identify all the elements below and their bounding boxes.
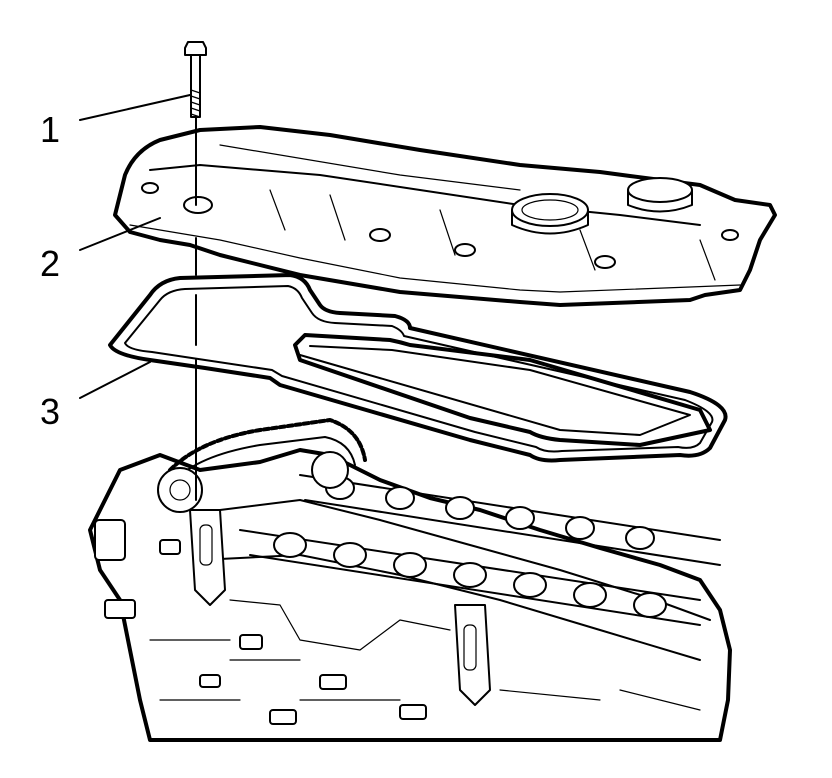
gasket-icon: [108, 273, 728, 463]
callout-leader-3: [79, 361, 151, 399]
callout-number-1: 1: [40, 109, 60, 150]
bolt-icon: [184, 41, 207, 118]
callout-leader-2: [79, 217, 161, 251]
cylinder-head-icon: [88, 418, 732, 742]
callout-number-3: 3: [40, 391, 60, 432]
valve-cover-icon: [113, 125, 777, 307]
callout-leader-1: [79, 94, 191, 121]
callout-number-2: 2: [40, 243, 60, 284]
